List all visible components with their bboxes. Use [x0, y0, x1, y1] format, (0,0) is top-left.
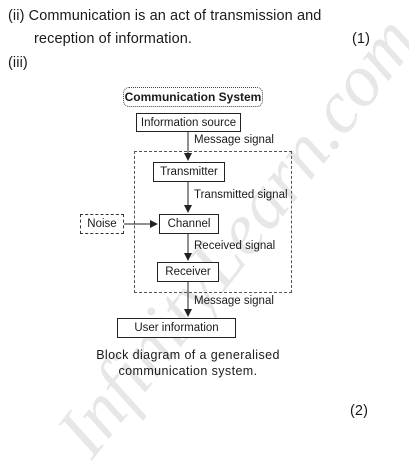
information-source-box: Information source [136, 113, 241, 132]
item-iii-label: (iii) [8, 55, 28, 71]
channel-box: Channel [159, 214, 219, 234]
answer-ii-line-2: reception of information. [34, 31, 193, 47]
diagram-title: Communication System [123, 87, 263, 107]
label-transmitted-signal: Transmitted signal [194, 189, 288, 201]
answer-ii-line-1: (ii) Communication is an act of transmis… [8, 8, 322, 24]
user-information-box: User information [117, 318, 236, 338]
caption-line-1: Block diagram of a generalised [96, 348, 280, 362]
noise-box: Noise [80, 214, 124, 234]
marks-iii: (2) [350, 403, 369, 419]
system-frame [134, 151, 292, 293]
marks-ii: (1) [352, 31, 371, 47]
label-received-signal: Received signal [194, 240, 276, 252]
caption-line-2: communication system. [118, 364, 258, 378]
label-message-signal-top: Message signal [194, 134, 274, 146]
label-message-signal-bottom: Message signal [194, 295, 274, 307]
diagram-arrows [124, 131, 192, 317]
receiver-box: Receiver [157, 262, 219, 282]
transmitter-box: Transmitter [153, 162, 225, 182]
